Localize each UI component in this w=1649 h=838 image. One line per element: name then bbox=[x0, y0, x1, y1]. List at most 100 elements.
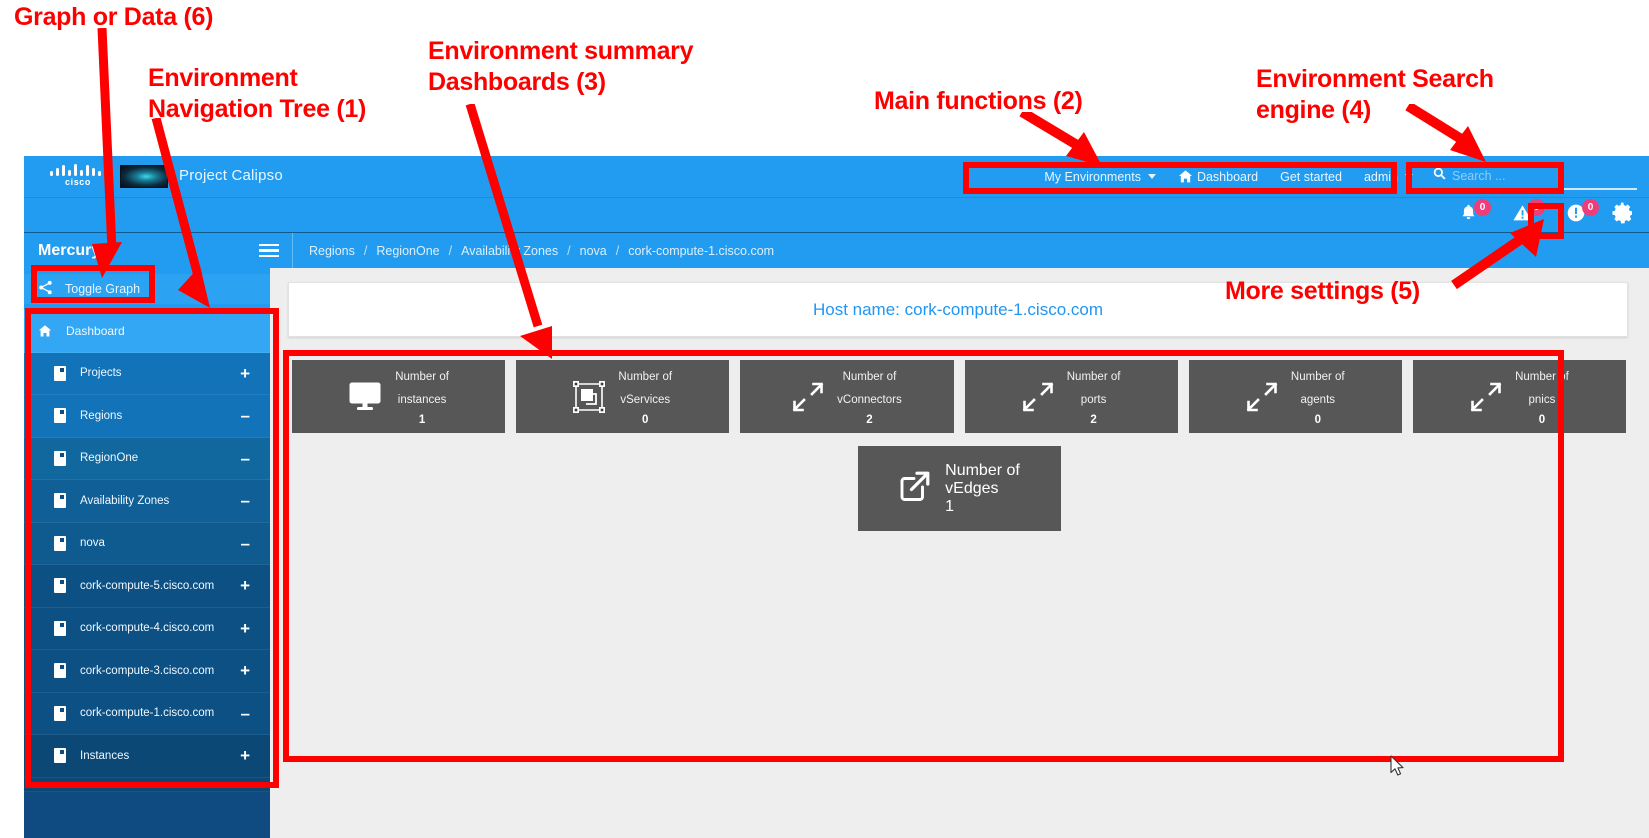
node-icon bbox=[54, 535, 66, 551]
card-value: 2 bbox=[866, 414, 873, 427]
expander-toggle[interactable]: – bbox=[240, 533, 250, 553]
node-icon bbox=[54, 493, 66, 509]
node-icon bbox=[54, 450, 66, 466]
node-icon bbox=[54, 578, 66, 594]
sidebar-item-cork-compute-3[interactable]: cork-compute-3.cisco.com + bbox=[24, 650, 270, 693]
expander-toggle[interactable]: – bbox=[240, 491, 250, 511]
breadcrumb-separator: / bbox=[615, 243, 620, 258]
nav-admin-label: admin bbox=[1363, 169, 1398, 184]
breadcrumb-item-0[interactable]: Regions bbox=[309, 243, 355, 258]
breadcrumb-separator: / bbox=[448, 243, 453, 258]
breadcrumb-item-3[interactable]: nova bbox=[579, 243, 607, 258]
summary-card-row-1: Number of instances 1 bbox=[292, 360, 1627, 433]
environment-navigation-tree: Toggle Graph Dashboard Projects + Region… bbox=[24, 268, 270, 838]
expander-toggle[interactable]: – bbox=[240, 703, 250, 723]
sidebar-item-nova[interactable]: nova – bbox=[24, 522, 270, 565]
sidebar-item-regions[interactable]: Regions – bbox=[24, 395, 270, 438]
sidebar-item-label: Availability Zones bbox=[80, 494, 170, 507]
card-label-line1: Number of bbox=[945, 461, 1020, 479]
annotation-main-functions: Main functions (2) bbox=[874, 87, 1083, 115]
settings-button[interactable] bbox=[1603, 197, 1643, 233]
sidebar-item-instances[interactable]: Instances + bbox=[24, 735, 270, 778]
card-label-line2: vConnectors bbox=[837, 394, 902, 407]
sidebar-item-label: cork-compute-1.cisco.com bbox=[80, 707, 215, 720]
card-label-line1: Number of bbox=[842, 370, 897, 383]
expander-toggle[interactable]: + bbox=[240, 363, 250, 383]
sidebar-item-label: Dashboard bbox=[66, 323, 125, 338]
callout-box-main-functions bbox=[963, 162, 1397, 194]
breadcrumb-separator: / bbox=[567, 243, 571, 258]
chevron-down-icon bbox=[1147, 174, 1156, 179]
card-label-line2: vEdges bbox=[945, 479, 999, 497]
environment-name: Mercury bbox=[38, 241, 101, 259]
external-link-icon bbox=[898, 469, 932, 508]
nav-my-environments[interactable]: My Environments bbox=[1044, 170, 1156, 184]
card-value: 1 bbox=[945, 497, 955, 515]
summary-card-row-2: Number of vEdges 1 bbox=[292, 446, 1626, 531]
environment-summary-dashboards: Host name: cork-compute-1.cisco.com Numb… bbox=[270, 268, 1649, 838]
cisco-logo: cisco bbox=[48, 164, 108, 190]
error-badge-count: 0 bbox=[1582, 199, 1599, 216]
home-icon bbox=[38, 324, 52, 338]
callout-box-more-settings bbox=[1528, 203, 1564, 239]
card-number-of-pnics[interactable]: Number of pnics 0 bbox=[1412, 360, 1627, 433]
callout-box-navigation-tree bbox=[25, 308, 279, 788]
card-number-of-vconnectors[interactable]: Number of vConnectors 2 bbox=[740, 360, 954, 433]
sidebar-item-dashboard[interactable]: Dashboard bbox=[24, 310, 270, 353]
breadcrumb-item-1[interactable]: RegionOne bbox=[376, 243, 440, 258]
card-number-of-vservices[interactable]: Number of vServices 0 bbox=[516, 360, 730, 433]
card-label-line1: Number of bbox=[395, 370, 449, 383]
sidebar-item-label: cork-compute-4.cisco.com bbox=[80, 622, 215, 635]
connector-icon bbox=[792, 382, 824, 412]
breadcrumb-bar: Mercury Regions / RegionOne / Availabili… bbox=[24, 233, 1649, 268]
nav-get-started[interactable]: Get started bbox=[1280, 170, 1342, 184]
expander-toggle[interactable]: + bbox=[240, 746, 250, 766]
vservice-icon bbox=[573, 380, 606, 413]
card-number-of-instances[interactable]: Number of instances 1 bbox=[292, 360, 506, 433]
card-value: 0 bbox=[1314, 414, 1321, 427]
expander-toggle[interactable]: – bbox=[240, 448, 250, 468]
exclamation-circle-icon bbox=[1567, 204, 1585, 227]
expander-toggle[interactable]: – bbox=[240, 406, 250, 426]
cisco-wordmark: cisco bbox=[64, 177, 91, 187]
nav-dashboard[interactable]: Dashboard bbox=[1178, 169, 1258, 184]
sidebar-item-availability-zones[interactable]: Availability Zones – bbox=[24, 480, 270, 523]
notification-bell-button[interactable]: 0 bbox=[1441, 197, 1495, 233]
sidebar-item-label: cork-compute-5.cisco.com bbox=[80, 579, 215, 592]
search-icon bbox=[1433, 167, 1446, 185]
callout-box-search-engine bbox=[1406, 162, 1564, 194]
breadcrumb-item-4[interactable]: cork-compute-1.cisco.com bbox=[628, 243, 775, 258]
node-icon bbox=[54, 663, 66, 679]
monitor-icon bbox=[348, 381, 382, 412]
mouse-cursor bbox=[1390, 755, 1404, 776]
error-button[interactable]: 0 bbox=[1549, 197, 1603, 233]
hamburger-icon[interactable] bbox=[246, 243, 292, 258]
card-label-line1: Number of bbox=[1290, 370, 1345, 383]
card-number-of-vedges[interactable]: Number of vEdges 1 bbox=[857, 446, 1061, 531]
card-number-of-agents[interactable]: Number of agents 0 bbox=[1188, 360, 1402, 433]
sidebar-item-regionone[interactable]: RegionOne – bbox=[24, 437, 270, 480]
sidebar-item-cork-compute-1[interactable]: cork-compute-1.cisco.com – bbox=[24, 692, 270, 735]
card-label-line1: Number of bbox=[1066, 370, 1121, 383]
toggle-graph-label: Toggle Graph bbox=[65, 282, 141, 296]
sidebar-item-cork-compute-5[interactable]: cork-compute-5.cisco.com + bbox=[24, 565, 270, 608]
sidebar-item-label: cork-compute-3.cisco.com bbox=[80, 664, 215, 677]
sidebar-item-cork-compute-4[interactable]: cork-compute-4.cisco.com + bbox=[24, 607, 270, 650]
bell-icon bbox=[1460, 204, 1477, 227]
expander-toggle[interactable]: + bbox=[240, 576, 250, 596]
node-icon bbox=[54, 408, 66, 424]
connector-icon bbox=[1022, 382, 1054, 412]
sidebar-item-label: nova bbox=[80, 537, 105, 550]
card-number-of-ports[interactable]: Number of ports 2 bbox=[964, 360, 1178, 433]
search-input[interactable] bbox=[1452, 169, 1633, 183]
callout-box-graph-or-data bbox=[31, 265, 155, 303]
expander-toggle[interactable]: + bbox=[240, 661, 250, 681]
nav-get-started-label: Get started bbox=[1280, 169, 1342, 184]
breadcrumb-item-2[interactable]: Availability Zones bbox=[461, 243, 559, 258]
sidebar-item-projects[interactable]: Projects + bbox=[24, 352, 270, 395]
host-name-banner: Host name: cork-compute-1.cisco.com bbox=[288, 282, 1628, 337]
alerts-bar: 0 0 0 bbox=[24, 197, 1649, 233]
sidebar-item-label: Projects bbox=[80, 367, 122, 380]
expander-toggle[interactable]: + bbox=[240, 618, 250, 638]
